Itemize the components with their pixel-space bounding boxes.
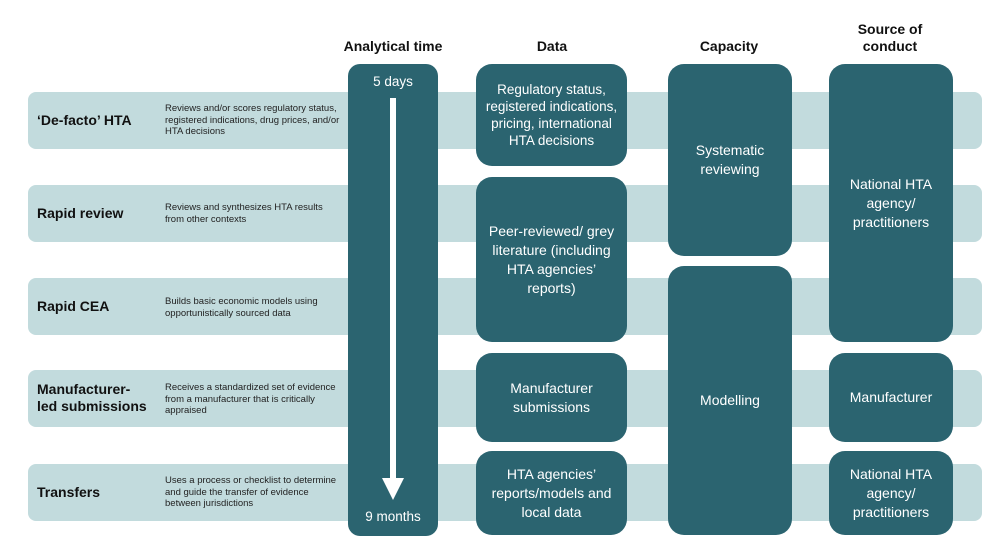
source-box-national-hta-transfers: National HTA agency/ practitioners (829, 451, 953, 535)
data-box-label: Peer-reviewed/ grey literature (includin… (488, 222, 615, 296)
source-box-label: National HTA agency/ practitioners (849, 465, 933, 520)
data-box-label: Manufacturer submissions (510, 379, 593, 415)
time-end-label: 9 months (365, 509, 421, 524)
data-box-regulatory: Regulatory status, registered indication… (476, 64, 627, 166)
header-data: Data (536, 38, 568, 54)
header-capacity: Capacity (699, 38, 759, 54)
source-box-label: National HTA agency/ practitioners (849, 175, 933, 230)
row-title-manufacturer: Manufacturer- led submissions (37, 381, 147, 414)
data-box-manufacturer: Manufacturer submissions (476, 353, 627, 442)
source-box-manufacturer: Manufacturer (829, 353, 953, 442)
data-box-label: HTA agencies’ reports/models and local d… (491, 465, 612, 520)
header-source-of-conduct: Source of conduct (857, 21, 923, 54)
row-desc-rapid-review: Reviews and synthesizes HTA results from… (165, 202, 323, 225)
row-title-rapid-cea: Rapid CEA (37, 298, 110, 314)
data-box-literature: Peer-reviewed/ grey literature (includin… (476, 177, 627, 342)
data-box-hta-reports: HTA agencies’ reports/models and local d… (476, 451, 627, 535)
row-title-transfers: Transfers (37, 484, 101, 500)
time-start-label: 5 days (373, 74, 413, 89)
row-desc-rapid-cea: Builds basic economic models using oppor… (165, 296, 318, 319)
row-desc-manufacturer: Receives a standardized set of evidence … (165, 382, 336, 416)
row-title-de-facto: ‘De-facto’ HTA (37, 112, 132, 128)
capacity-box-label: Systematic reviewing (695, 142, 765, 177)
header-analytical-time: Analytical time (343, 38, 443, 54)
source-box-label: Manufacturer (849, 389, 933, 405)
time-arrow-icon (382, 98, 404, 500)
capacity-box-label: Modelling (700, 392, 760, 408)
row-desc-de-facto: Reviews and/or scores regulatory status,… (165, 103, 340, 137)
capacity-box-modelling: Modelling (668, 266, 792, 535)
capacity-box-systematic-reviewing: Systematic reviewing (668, 64, 792, 256)
row-title-rapid-review: Rapid review (37, 205, 124, 221)
source-box-national-hta: National HTA agency/ practitioners (829, 64, 953, 342)
row-desc-transfers: Uses a process or checklist to determine… (165, 475, 337, 509)
data-box-label: Regulatory status, registered indication… (485, 82, 618, 148)
